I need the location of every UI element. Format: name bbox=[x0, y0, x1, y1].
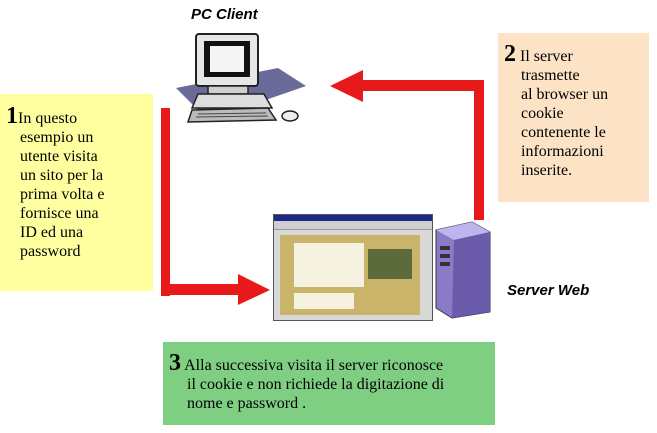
step2-line: inserite. bbox=[521, 162, 573, 179]
step2-line: contenente le bbox=[521, 124, 606, 141]
step1-line: un sito per la bbox=[20, 167, 104, 184]
server-tower-icon bbox=[430, 220, 494, 320]
step1-line: fornisce una bbox=[20, 205, 99, 222]
pc-client-label: PC Client bbox=[191, 6, 258, 23]
step1-number: 1 bbox=[6, 103, 18, 129]
browser-toolbar bbox=[274, 221, 432, 230]
step2-line: cookie bbox=[521, 105, 564, 122]
step1-box: 1In questo esempio un utente visita un s… bbox=[0, 94, 153, 291]
step1-line: prima volta e bbox=[20, 186, 105, 203]
step1-line: In questo bbox=[18, 110, 78, 127]
step1-line: utente visita bbox=[20, 148, 98, 165]
browser-page bbox=[280, 235, 420, 315]
step3-line: Alla successiva visita il server riconos… bbox=[184, 357, 444, 374]
pc-client-icon bbox=[168, 28, 308, 128]
step2-line: informazioni bbox=[521, 143, 604, 160]
step3-line: il cookie e non richiede la digitazione … bbox=[187, 376, 445, 393]
step2-line: trasmette bbox=[521, 67, 580, 84]
step3-line: nome e password . bbox=[187, 395, 307, 412]
server-web-label: Server Web bbox=[507, 282, 590, 299]
browser-titlebar bbox=[274, 215, 432, 221]
step2-number: 2 bbox=[504, 41, 516, 67]
step1-line: esempio un bbox=[20, 129, 94, 146]
step2-box: 2 Il server trasmette al browser un cook… bbox=[498, 33, 649, 202]
step1-line: password bbox=[20, 243, 81, 260]
step2-line: Il server bbox=[520, 48, 573, 65]
step1-line: ID ed una bbox=[20, 224, 84, 241]
browser-screenshot bbox=[273, 214, 433, 321]
step2-line: al browser un bbox=[521, 86, 609, 103]
step3-box: 3 Alla successiva visita il server ricon… bbox=[163, 342, 495, 425]
step3-number: 3 bbox=[169, 350, 181, 376]
arrow-client-to-server bbox=[161, 108, 270, 305]
arrow-server-to-client bbox=[330, 70, 484, 220]
